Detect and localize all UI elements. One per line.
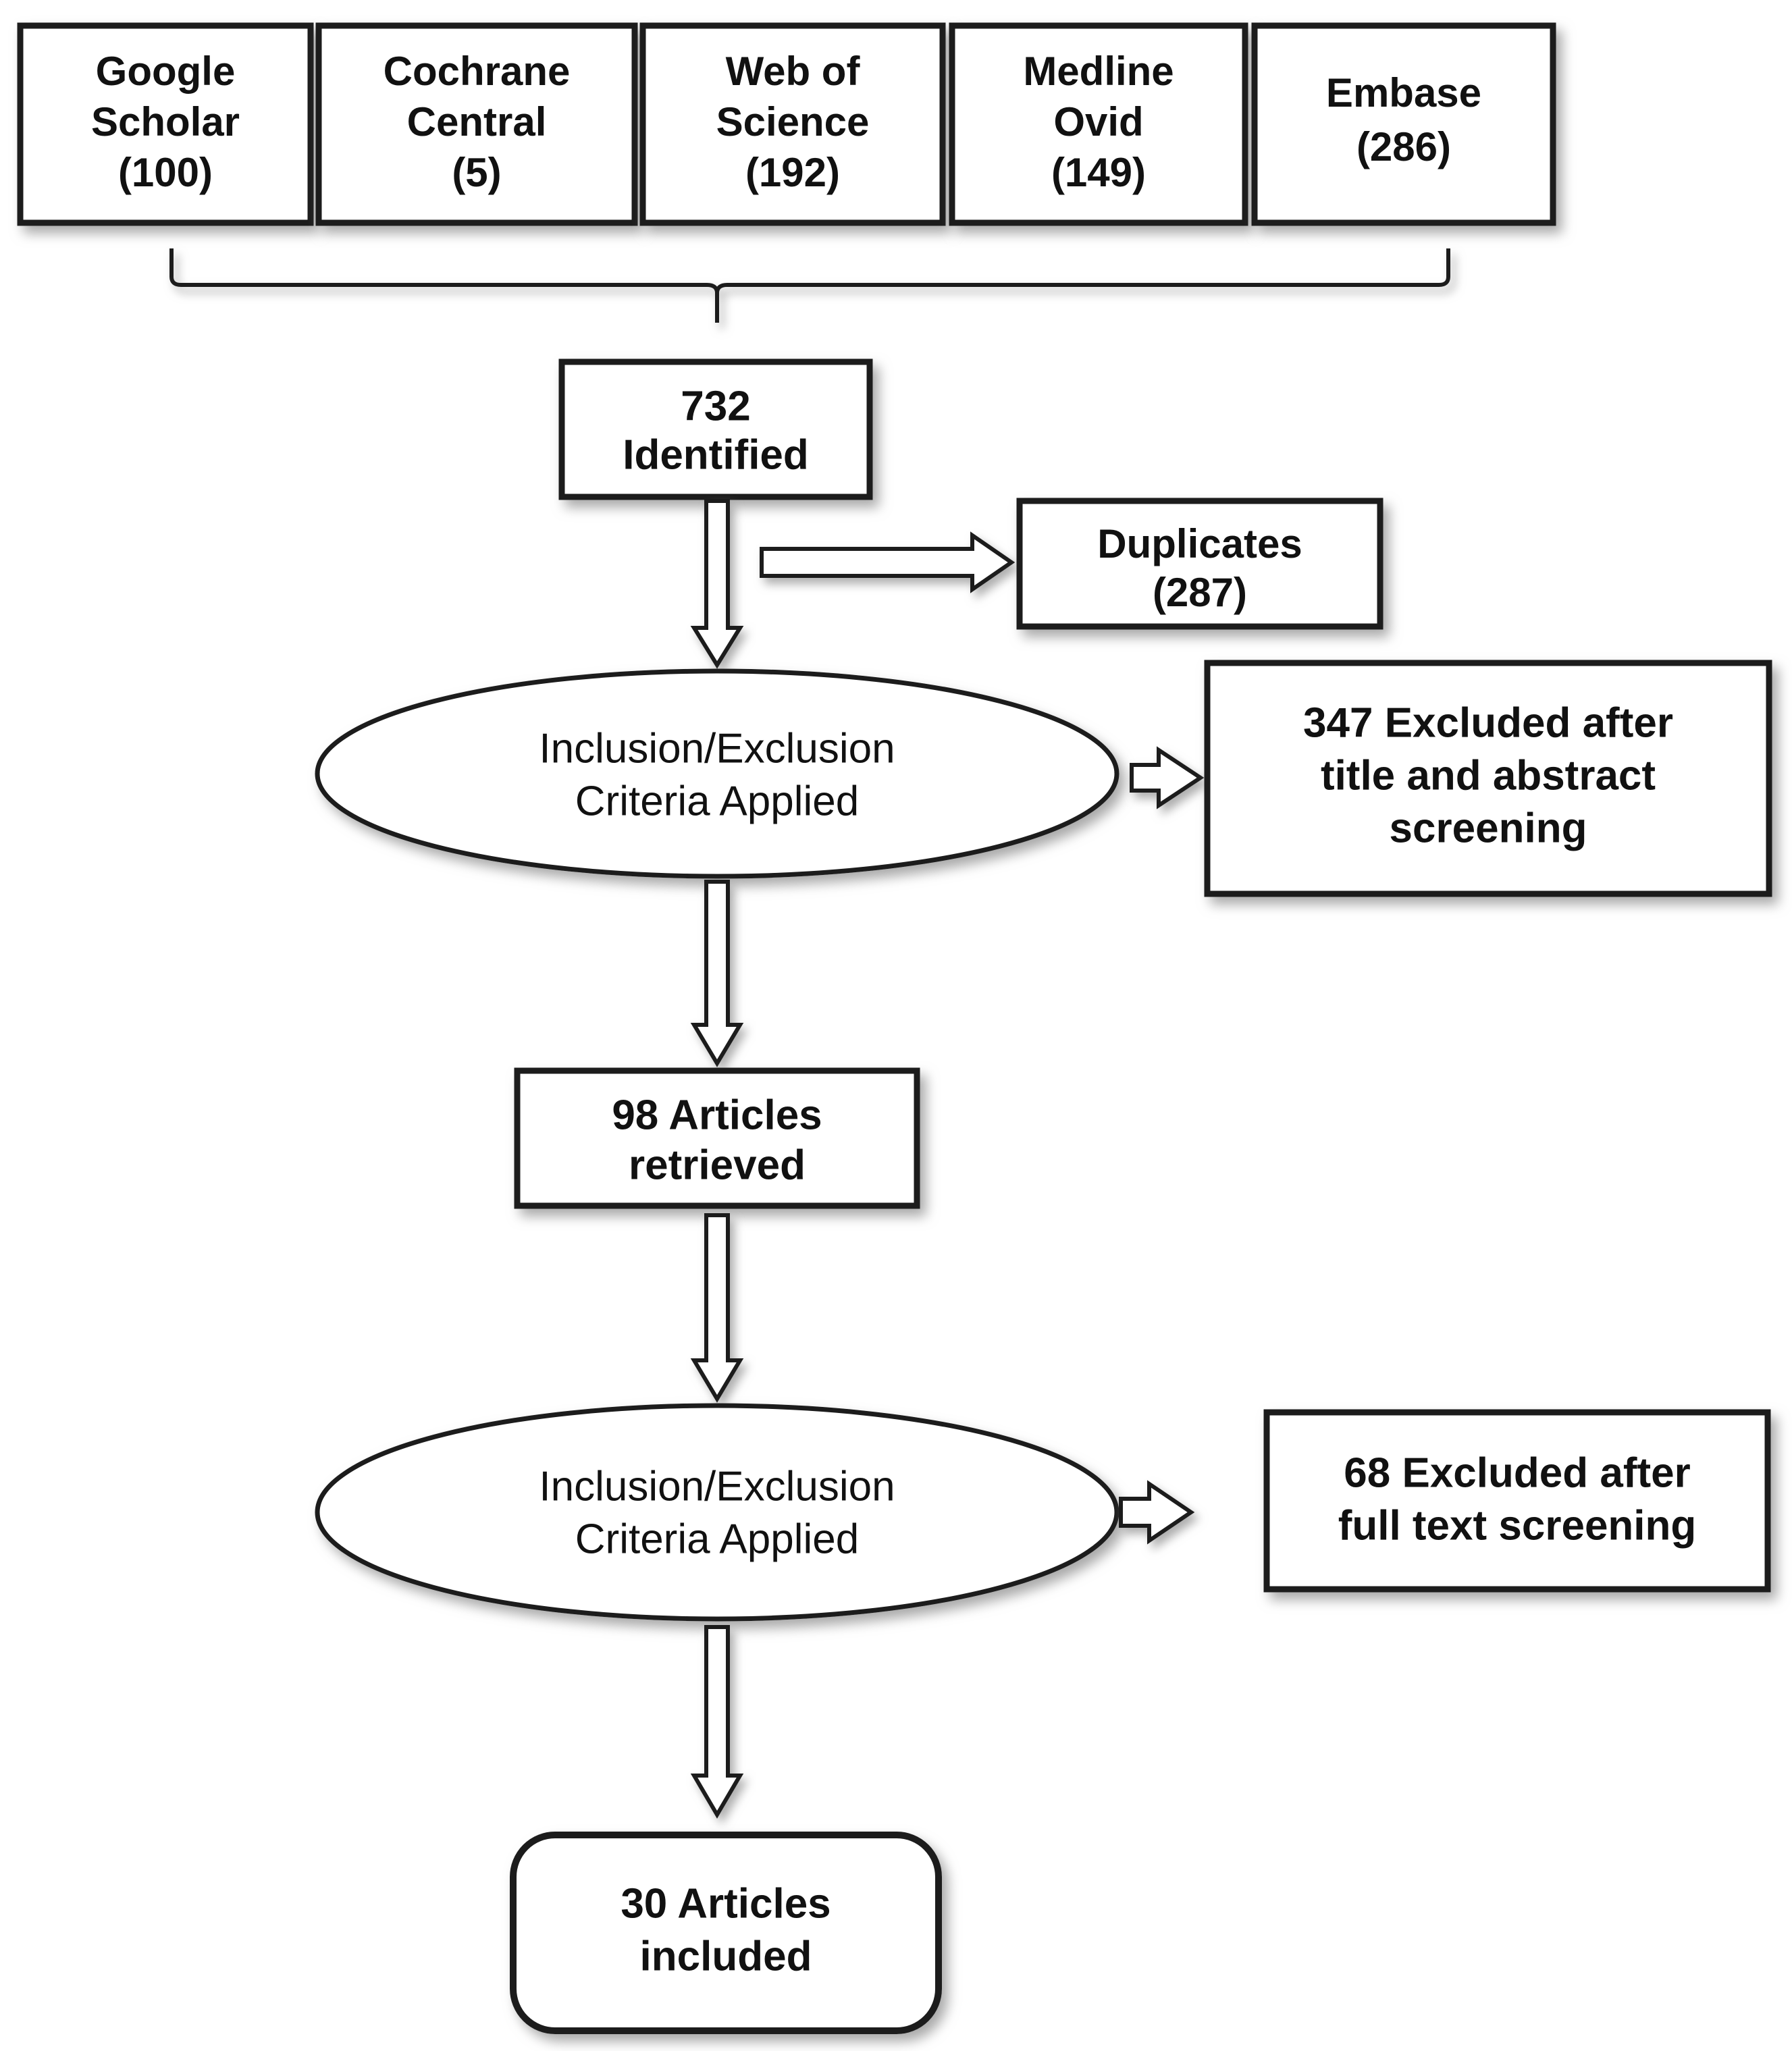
node-screening-criteria-2[interactable]: Inclusion/Exclusion Criteria Applied xyxy=(315,1403,1119,1622)
retrieved-line: 98 Articles xyxy=(612,1092,822,1138)
excluded1-line: screening xyxy=(1390,805,1587,851)
source-count: (5) xyxy=(452,150,501,195)
retrieved-line: retrieved xyxy=(629,1142,806,1188)
duplicates-count: (287) xyxy=(1153,570,1247,615)
arrow-to-excluded-title-abstract xyxy=(1130,746,1205,809)
brace-connector xyxy=(169,248,1450,323)
source-count: (100) xyxy=(118,150,213,195)
node-screening-criteria-1[interactable]: Inclusion/Exclusion Criteria Applied xyxy=(315,668,1119,879)
screen2-line: Criteria Applied xyxy=(575,1516,859,1562)
duplicates-label: Duplicates xyxy=(1097,521,1302,566)
node-excluded-title-abstract[interactable]: 347 Excluded after title and abstract sc… xyxy=(1204,660,1772,897)
arrow-retrieved-to-screen2 xyxy=(690,1213,744,1403)
excluded1-line: title and abstract xyxy=(1321,752,1656,799)
source-label-line: Central xyxy=(407,99,547,144)
excluded2-line: 68 Excluded after xyxy=(1344,1449,1690,1496)
node-duplicates[interactable]: Duplicates (287) xyxy=(1016,498,1383,630)
arrow-to-excluded-full-text xyxy=(1119,1480,1195,1545)
excluded2-line: full text screening xyxy=(1338,1502,1697,1549)
source-label-line: Science xyxy=(716,99,870,144)
node-articles-included[interactable]: 30 Articles included xyxy=(510,1832,942,2034)
source-box-embase[interactable]: Embase (286) xyxy=(1251,22,1556,226)
included-line: included xyxy=(640,1933,812,1979)
source-box-google-scholar[interactable]: Google Scholar (100) xyxy=(17,22,314,226)
identified-count: 732 xyxy=(681,383,750,429)
screen1-line: Inclusion/Exclusion xyxy=(539,725,895,772)
source-label-line: Cochrane xyxy=(384,49,571,94)
excluded1-line: 347 Excluded after xyxy=(1303,699,1673,746)
source-label-line: Scholar xyxy=(91,99,240,144)
included-line: 30 Articles xyxy=(621,1880,831,1927)
node-identified[interactable]: 732 Identified xyxy=(558,358,873,500)
source-label-line: Ovid xyxy=(1053,99,1143,144)
node-articles-retrieved[interactable]: 98 Articles retrieved xyxy=(514,1067,920,1209)
source-count: (149) xyxy=(1051,150,1146,195)
identified-label: Identified xyxy=(623,431,809,478)
arrow-screen2-to-included xyxy=(690,1625,744,1819)
source-label-line: Embase xyxy=(1326,70,1481,115)
node-excluded-full-text[interactable]: 68 Excluded after full text screening xyxy=(1263,1409,1771,1593)
arrow-identified-to-screen1 xyxy=(690,499,744,669)
source-count: (192) xyxy=(745,150,840,195)
arrow-to-duplicates xyxy=(760,531,1016,593)
source-label-line: Web of xyxy=(726,49,861,94)
source-box-cochrane-central[interactable]: Cochrane Central (5) xyxy=(315,22,638,226)
screen1-line: Criteria Applied xyxy=(575,778,859,824)
screen2-line: Inclusion/Exclusion xyxy=(539,1463,895,1510)
source-box-medline-ovid[interactable]: Medline Ovid (149) xyxy=(949,22,1248,226)
source-box-web-of-science[interactable]: Web of Science (192) xyxy=(639,22,946,226)
source-count: (286) xyxy=(1356,124,1451,169)
source-label-line: Google xyxy=(96,49,236,94)
source-label-line: Medline xyxy=(1023,49,1174,94)
arrow-screen1-to-retrieved xyxy=(690,880,744,1067)
